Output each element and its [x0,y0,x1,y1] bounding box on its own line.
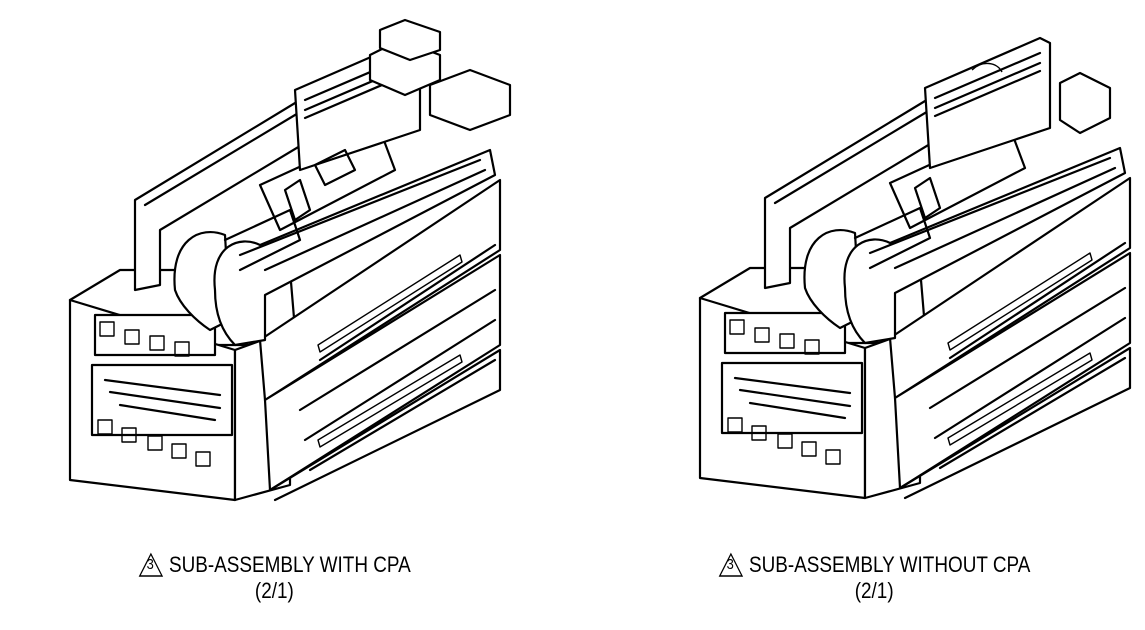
view-caption: 3 SUB-ASSEMBLY WITH CPA (2/1) [138,552,411,604]
latch-frame [763,96,1127,345]
connector-without-cpa-drawing [698,36,1132,500]
view-title: SUB-ASSEMBLY WITHOUT CPA [748,552,1031,577]
revision-number: 3 [146,556,154,573]
view-with-cpa: 3 SUB-ASSEMBLY WITH CPA (2/1) [0,0,572,630]
connector-with-cpa-drawing [68,18,512,502]
latch-frame [133,98,497,347]
cpa-carrier-empty [923,36,1112,170]
revision-triangle-icon: 3 [718,552,744,578]
front-terminal-cavities [720,311,864,465]
view-title: SUB-ASSEMBLY WITH CPA [168,552,411,577]
revision-triangle-icon: 3 [138,552,164,578]
view-scale: (2/1) [254,578,294,603]
view-without-cpa: 3 SUB-ASSEMBLY WITHOUT CPA (2/1) [572,0,1145,630]
cpa-lock [293,18,512,187]
front-terminal-cavities [90,313,234,467]
revision-number: 3 [726,556,734,573]
view-caption: 3 SUB-ASSEMBLY WITHOUT CPA (2/1) [718,552,1030,604]
view-scale: (2/1) [854,578,894,603]
